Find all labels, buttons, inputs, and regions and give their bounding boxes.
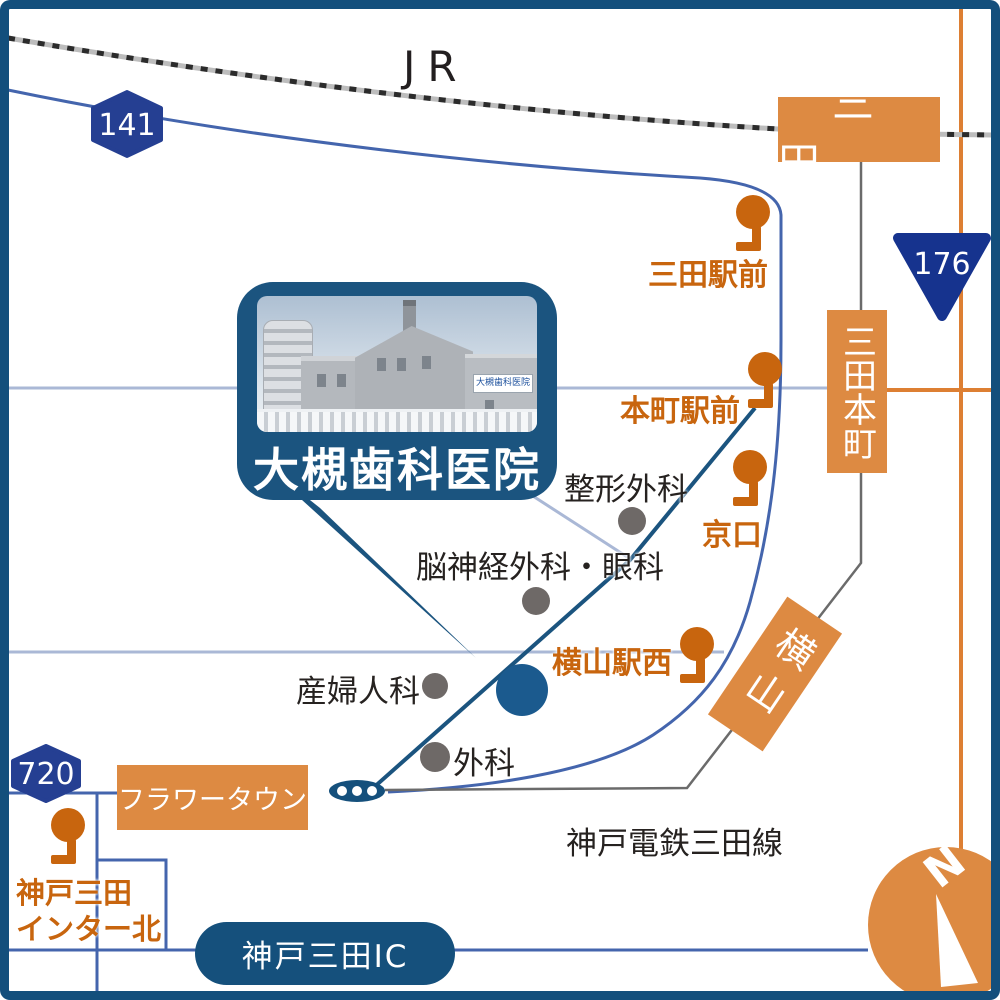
jr-line-label: JR	[403, 42, 469, 91]
signal-circle-icon	[736, 195, 770, 229]
signal-circle-icon	[51, 808, 85, 842]
railway-jr-line-dashes	[7, 35, 993, 138]
photo-fence	[257, 409, 537, 432]
road-route141-curve	[7, 88, 783, 794]
signal-label-inter-kita-line1: 神戸三田	[16, 876, 133, 910]
signal-circle-icon	[680, 627, 714, 661]
signal-circle-icon	[733, 450, 767, 484]
route-badge-176-number: 176	[913, 247, 971, 282]
signal-honmachi-ekimae	[748, 352, 782, 414]
dot-geka	[420, 742, 450, 772]
signal-label-sanda-ekimae: 三田駅前	[648, 258, 768, 293]
oval-dot-1	[337, 786, 347, 796]
signal-label-kyoguchi: 京口	[702, 518, 762, 553]
landmark-label-geka: 外科	[453, 746, 515, 782]
signal-label-inter-kita-line2: インター北	[16, 912, 162, 946]
signal-sanda-ekimae	[736, 195, 770, 257]
station-box-sanda-honmachi: 三田本町	[827, 310, 887, 473]
route-badge-176-shape	[893, 233, 991, 321]
landmark-label-seikeigeka: 整形外科	[564, 472, 688, 508]
landmark-label-noshinkeigeka: 脳神経外科・眼科	[416, 550, 664, 586]
signal-kobe-sanda-inter-kita	[51, 808, 85, 870]
route-badge-141-shape	[91, 90, 163, 158]
route-badge-141-number: 141	[98, 108, 156, 143]
clinic-name-label: 大槻歯科医院	[253, 443, 541, 497]
clinic-photo: 大槻歯科医院	[257, 296, 537, 432]
signal-label-honmachi-ekimae: 本町駅前	[620, 394, 740, 429]
road-bottom-block	[97, 858, 168, 951]
photo-clinic-signboard: 大槻歯科医院	[473, 374, 533, 393]
signal-label-yokoyama-ekinishi: 横山駅西	[552, 646, 672, 681]
signal-yokoyama-ekinishi	[680, 627, 714, 689]
signal-circle-icon	[748, 352, 782, 386]
dot-seikeigeka	[618, 507, 646, 535]
route-badge-720-number: 720	[17, 757, 75, 792]
station-box-flower-town: フラワータウン	[117, 765, 308, 830]
dot-sanfujinka	[422, 673, 448, 699]
compass-needle-icon	[936, 894, 978, 987]
clinic-location-dot	[496, 664, 548, 716]
route-badge-720-shape	[11, 744, 81, 803]
oval-dot-3	[367, 786, 377, 796]
station-box-sanda: 三田	[778, 78, 940, 188]
kobe-sanda-ic-box: 神戸三田IC	[195, 922, 455, 985]
railway-name-label: 神戸電鉄三田線	[566, 826, 783, 862]
dot-noshinkeigeka	[522, 587, 550, 615]
landmark-label-sanfujinka: 産婦人科	[296, 674, 420, 710]
signal-kyoguchi	[733, 450, 767, 512]
callout-tail	[247, 450, 476, 658]
oval-dot-2	[352, 786, 362, 796]
road-main-access	[370, 406, 757, 791]
